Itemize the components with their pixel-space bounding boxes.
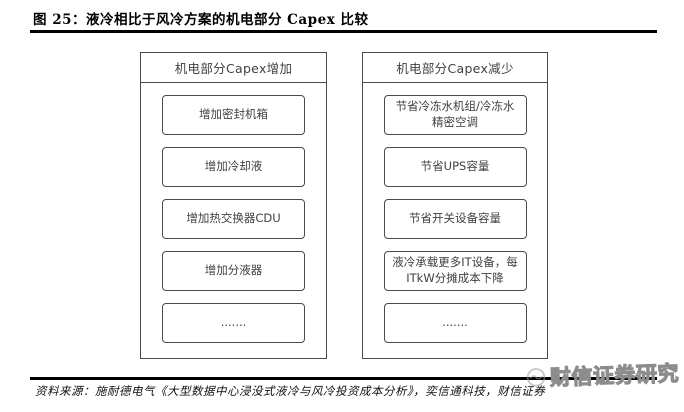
capex-decrease-item: 节省冷冻水机组/冷冻水精密空调 [383,95,527,135]
figure-title: 图 25：液冷相比于风冷方案的机电部分 Capex 比较 [33,12,369,28]
source-divider [30,377,657,380]
panel-capex-decrease-body: 节省冷冻水机组/冷冻水精密空调 节省UPS容量 节省开关设备容量 液冷承载更多I… [363,83,547,343]
capex-decrease-item-ellipsis: ....... [383,303,527,343]
capex-decrease-item: 节省开关设备容量 [383,199,527,239]
capex-increase-item: 增加冷却液 [162,147,305,187]
capex-increase-item: 增加热交换器CDU [162,199,305,239]
panel-capex-decrease-header: 机电部分Capex减少 [363,53,547,83]
panel-capex-increase: 机电部分Capex增加 增加密封机箱 增加冷却液 增加热交换器CDU 增加分液器… [140,52,327,359]
panel-capex-increase-body: 增加密封机箱 增加冷却液 增加热交换器CDU 增加分液器 ....... [141,83,326,343]
capex-increase-item: 增加密封机箱 [162,95,305,135]
panel-capex-decrease: 机电部分Capex减少 节省冷冻水机组/冷冻水精密空调 节省UPS容量 节省开关… [362,52,548,359]
panel-capex-increase-header: 机电部分Capex增加 [141,53,326,83]
capex-decrease-item: 液冷承载更多IT设备，每ITkW分摊成本下降 [383,251,527,291]
source-attribution: 资料来源：施耐德电气《大型数据中心浸没式液冷与风冷投资成本分析》，奕信通科技，财… [35,384,546,398]
title-divider [30,30,657,33]
capex-increase-item: 增加分液器 [162,251,305,291]
capex-decrease-item: 节省UPS容量 [383,147,527,187]
capex-increase-item-ellipsis: ....... [162,303,305,343]
